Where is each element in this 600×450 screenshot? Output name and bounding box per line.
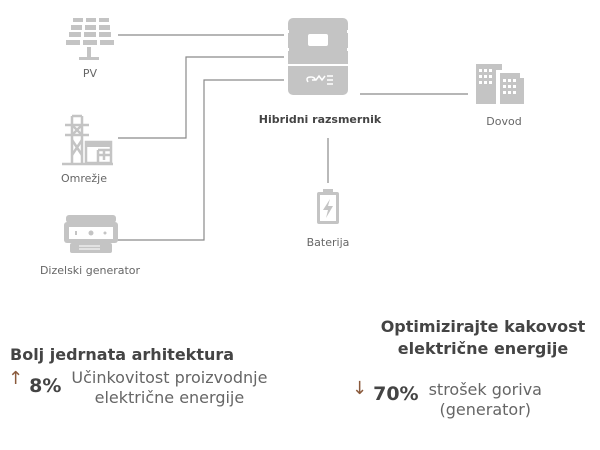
feature-1-description-line-1: Učinkovitost proizvodnje (71, 368, 268, 387)
power-tower-icon (62, 114, 113, 166)
energy-flow-diagram (62, 18, 524, 253)
generator-connection-line (100, 79, 284, 241)
feature-2-heading-line-2: električne energije (397, 339, 569, 358)
inverter-logo (306, 74, 333, 85)
inverter-icon (287, 18, 349, 95)
feature-1-description: Učinkovitost proizvodnje električne ener… (71, 368, 267, 408)
feature-1-stat: ↑ 8% Učinkovitost proizvodnje električne… (8, 368, 267, 408)
feature-1-heading: Bolj jedrnata arhitektura (10, 345, 235, 364)
solar-panel-icon (66, 18, 114, 60)
feature-2-heading-line-1: Optimizirajte kakovost (380, 317, 586, 336)
battery-icon (317, 189, 339, 224)
generator-label: Dizelski generator (39, 264, 141, 277)
buildings-icon (476, 64, 524, 104)
feature-1-value: 8% (29, 375, 62, 397)
grid-label: Omrežje (60, 172, 108, 185)
diesel-generator-icon (64, 215, 118, 253)
feature-1-description-line-2: električne energije (94, 388, 245, 407)
feature-2-description: strošek goriva (generator) (429, 380, 542, 420)
feature-2-stat: ↓ 70% strošek goriva (generator) (352, 378, 542, 420)
grid-connection-line (118, 56, 284, 139)
feature-2-heading: Optimizirajte kakovost električne energi… (370, 316, 596, 360)
feature-2-value: 70% (373, 383, 419, 405)
arrow-down-icon: ↓ (352, 378, 368, 399)
arrow-up-icon: ↑ (8, 368, 24, 389)
pv-label: PV (82, 67, 98, 80)
feature-2-description-line-1: strošek goriva (428, 380, 542, 399)
feature-2-description-line-2: (generator) (439, 400, 532, 419)
inverter-label: Hibridni razsmernik (258, 113, 382, 126)
battery-label: Baterija (306, 236, 350, 249)
load-label: Dovod (486, 115, 522, 128)
